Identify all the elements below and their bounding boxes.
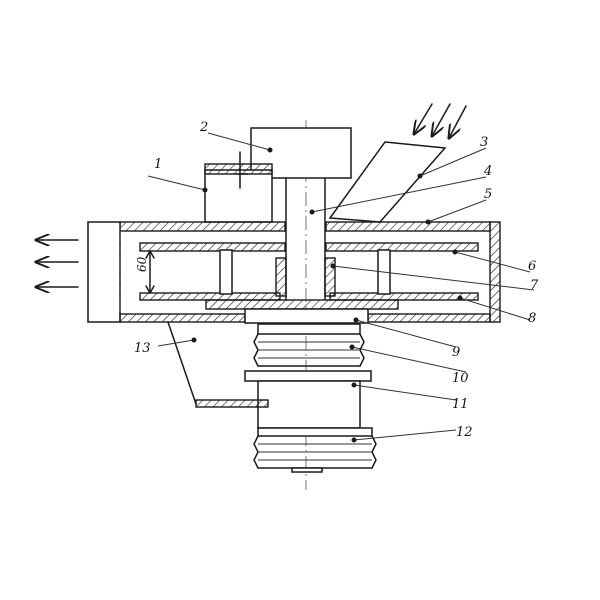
label-13: 13 [134,341,151,356]
leader-dots [191,147,463,443]
inlet-flow-arrows [414,103,467,138]
label-12: 12 [456,425,473,440]
label-11: 11 [452,397,469,412]
outlet-chamber [87,221,121,323]
casing-top-wall [119,221,491,232]
upper-housing [204,151,273,223]
casing-right-wall [489,221,501,323]
rotor-upper-disc [139,242,479,252]
upper-pulley [253,323,365,367]
label-8: 8 [528,311,536,326]
leader-lines [147,132,535,441]
label-1: 1 [154,157,162,172]
support-leg [167,321,269,408]
label-4: 4 [483,164,492,179]
label-3: 3 [480,135,488,150]
label-2: 2 [199,120,208,135]
rotor-lower-disc [139,292,479,301]
label-7: 7 [530,278,539,293]
shaft [285,177,326,301]
mounting-flange [244,370,372,429]
outlet-flow-arrows [36,240,79,287]
rotor-hub [219,249,391,297]
label-9: 9 [452,345,460,360]
base-plate [119,299,491,324]
label-6: 6 [528,259,536,274]
dimension-label: 60 [135,256,149,272]
label-10: 10 [452,371,469,386]
dimension-60: 60 [135,250,155,294]
label-5: 5 [484,187,492,202]
lower-pulley [253,427,377,473]
